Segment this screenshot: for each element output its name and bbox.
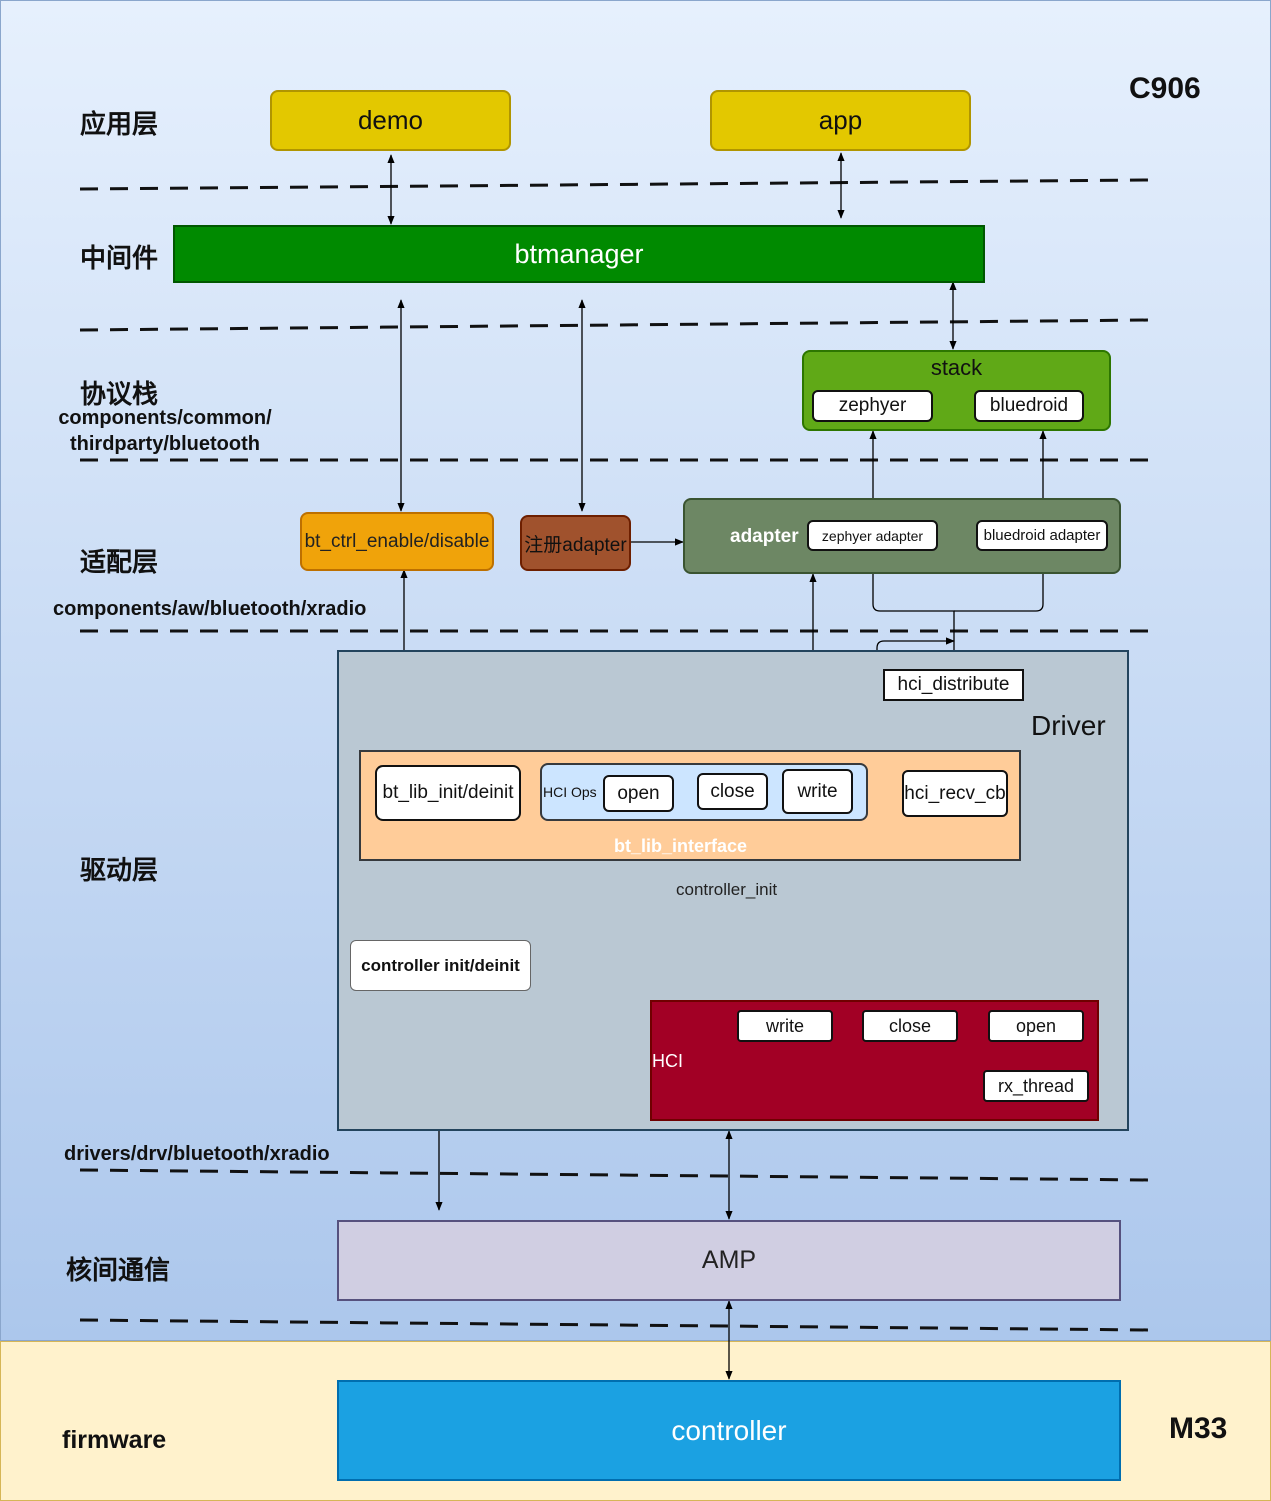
controller-node: controller	[337, 1380, 1121, 1481]
hci-open-node: open	[988, 1010, 1084, 1042]
region-label-m33: M33	[1169, 1412, 1228, 1445]
layer-label-adapter: 适配层	[80, 547, 159, 577]
stack-title: stack	[930, 355, 983, 380]
layer-label-middleware: 中间件	[80, 243, 159, 273]
controller-init-label: controller_init	[676, 880, 778, 899]
layer-label-driver: 驱动层	[80, 855, 159, 885]
ops-open-node: open	[603, 775, 674, 812]
bt-ctrl-node: bt_ctrl_enable/disable	[300, 512, 494, 571]
bluedroid-node: bluedroid	[974, 390, 1084, 422]
layer-label-ipc: 核间通信	[66, 1255, 171, 1285]
arrow-distribute-bluedroid-adapter	[954, 549, 1047, 612]
layer-label-app: 应用层	[80, 109, 159, 139]
arrow-distribute-zephyer-adapter	[869, 549, 955, 669]
hci-ops-title: HCI Ops	[543, 784, 597, 800]
adapter-title: adapter	[730, 526, 799, 547]
hci-title: HCI	[652, 1051, 683, 1071]
layer-label-protocol-stack: 协议栈	[80, 379, 159, 409]
hci-recv-cb-node: hci_recv_cb	[902, 770, 1008, 817]
hci-write-node: write	[737, 1010, 833, 1042]
register-adapter-node: 注册adapter	[520, 515, 631, 571]
bluedroid-adapter-node: bluedroid adapter	[976, 520, 1108, 551]
hci-close-node: close	[862, 1010, 958, 1042]
app-node: app	[710, 90, 971, 151]
zephyer-adapter-node: zephyer adapter	[807, 520, 938, 551]
ops-close-node: close	[697, 773, 768, 810]
controller-init-deinit-node: controller init/deinit	[350, 940, 531, 991]
zephyer-node: zephyer	[812, 390, 933, 422]
bt-lib-interface-title: bt_lib_interface	[614, 836, 748, 856]
region-label-c906: C906	[1129, 72, 1201, 105]
layer-label-firmware: firmware	[62, 1426, 167, 1454]
btmanager-node: btmanager	[173, 225, 985, 283]
layer-path-driver: drivers/drv/bluetooth/xradio	[64, 1143, 330, 1165]
layer-path-adapter: components/aw/bluetooth/xradio	[53, 598, 367, 620]
bt-lib-init-node: bt_lib_init/deinit	[375, 765, 521, 821]
hci-distribute-node: hci_distribute	[883, 669, 1024, 701]
rx-thread-node: rx_thread	[983, 1070, 1089, 1102]
driver-title: Driver	[1031, 710, 1106, 741]
amp-node: AMP	[337, 1220, 1121, 1301]
ops-write-node: write	[782, 769, 853, 814]
layer-path-stack: components/common/ thirdparty/bluetooth	[58, 407, 272, 455]
demo-node: demo	[270, 90, 511, 151]
